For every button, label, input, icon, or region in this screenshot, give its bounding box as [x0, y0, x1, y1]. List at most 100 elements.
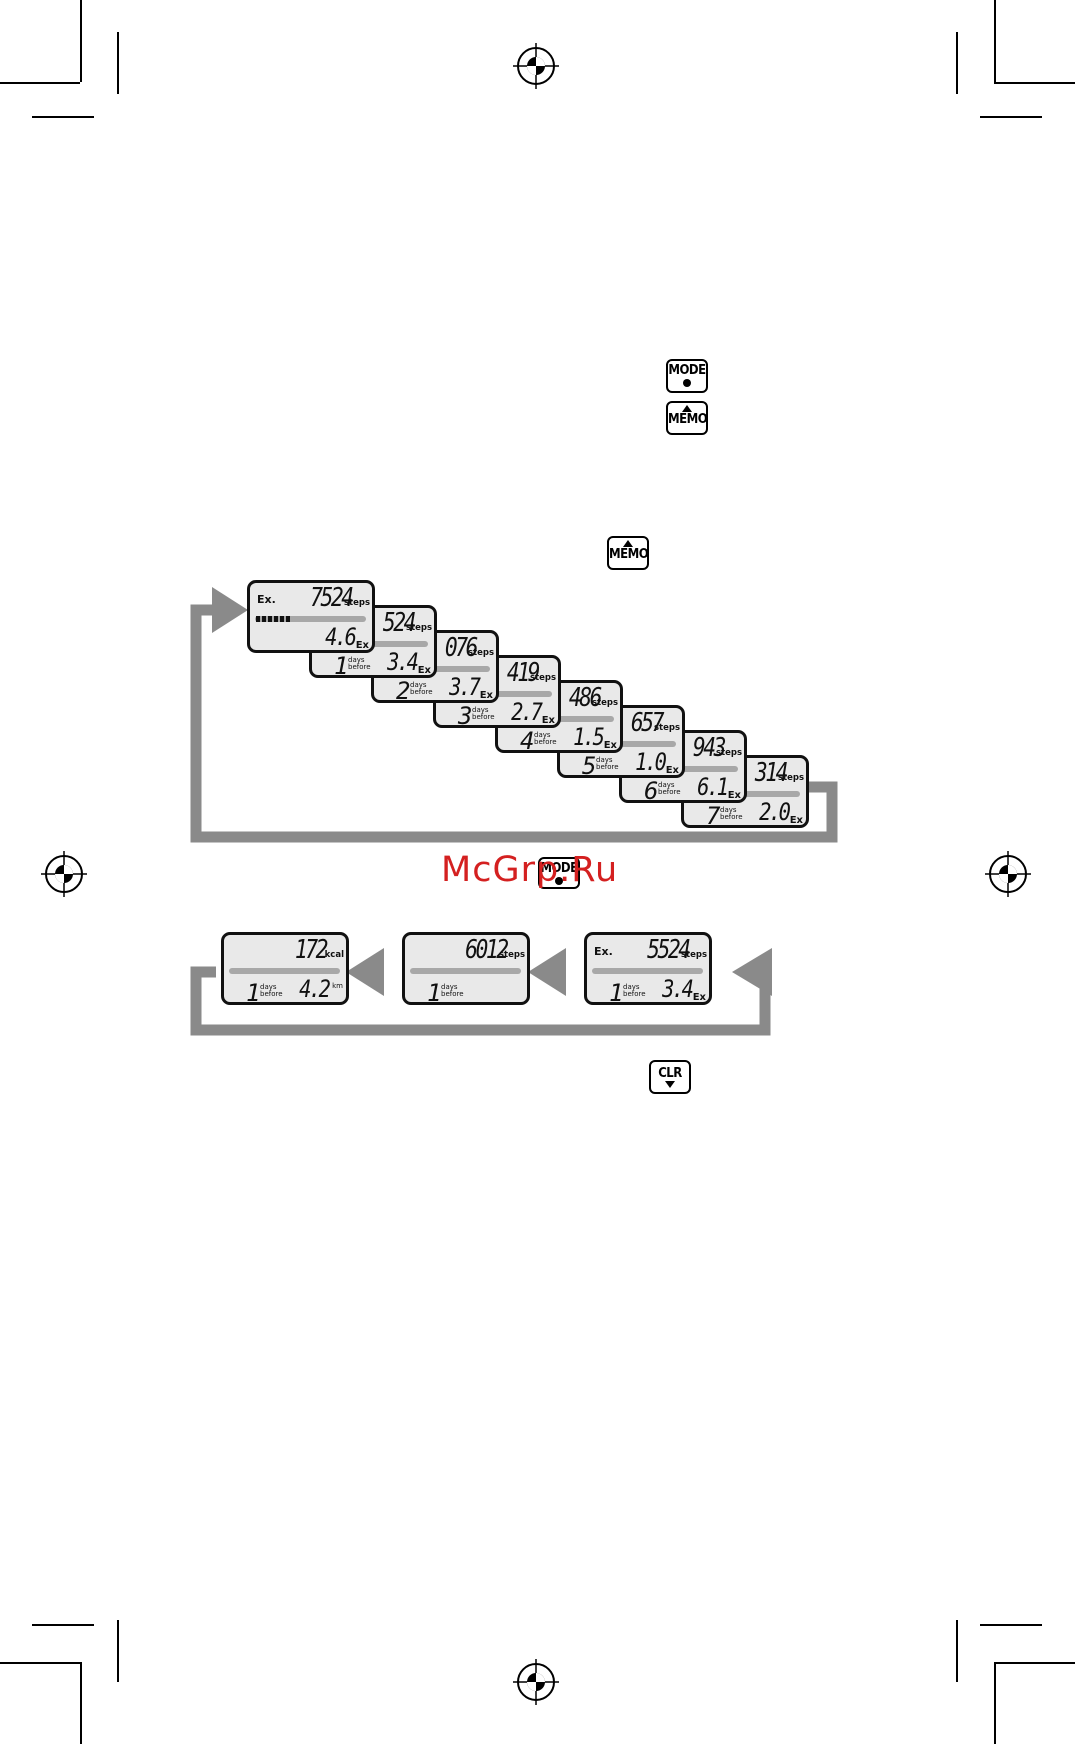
registration-crosshair-icon: [513, 43, 559, 89]
crop-mark: [32, 1624, 94, 1626]
days-before-number: 4: [520, 727, 535, 753]
crop-mark: [117, 32, 119, 94]
memo-button-label: MEMO: [609, 547, 649, 562]
lcd-top-unit: steps: [467, 648, 494, 658]
days-before-number: 1: [334, 652, 349, 678]
lcd-progress-bar: [410, 968, 521, 974]
mode-button-icon: MODE: [538, 857, 580, 889]
lcd-top-value: 172: [294, 935, 329, 965]
crop-mark: [994, 82, 1075, 84]
lcd-top-unit: steps: [405, 623, 432, 633]
days-before-number: 1: [246, 979, 261, 1005]
lcd-bottom-unit: Ex: [727, 790, 741, 801]
days-before-number: 6: [644, 777, 659, 803]
registration-crosshair-icon: [985, 851, 1031, 897]
crop-mark: [956, 1620, 958, 1682]
lcd-progress-bar: [592, 968, 703, 974]
lcd-bottom-unit: Ex: [789, 815, 803, 826]
dot-icon: [555, 877, 563, 885]
lcd-top-value: 7524: [310, 583, 354, 613]
lcd-top-value: 076: [444, 633, 479, 663]
lcd-bottom-value: 2.7: [510, 698, 543, 726]
lcd-top-value: 524: [382, 608, 417, 638]
crop-mark: [0, 1662, 80, 1664]
loop-arrow: [190, 587, 838, 843]
lcd-top-value: 943: [692, 733, 727, 763]
lcd-top-unit: steps: [777, 773, 804, 783]
mode-loop-arrow: [190, 948, 772, 1036]
lcd-top-unit: steps: [343, 598, 370, 608]
lcd-bottom-unit: Ex: [665, 765, 679, 776]
crop-mark: [956, 32, 958, 94]
lcd-bottom-value: 2.0: [758, 798, 791, 826]
lcd-top-value: 6012: [465, 935, 509, 965]
lcd-bottom-unit: Ex: [479, 690, 493, 701]
lcd-top-value: 419: [506, 658, 541, 688]
watermark: McGrp.Ru: [441, 850, 619, 890]
days-before-number: 2: [396, 677, 411, 703]
clr-button-icon: CLR: [649, 1060, 691, 1094]
memo-button-icon: MEMO: [666, 401, 708, 435]
lcd-bottom-unit: Ex: [355, 640, 369, 651]
crop-mark: [980, 116, 1042, 118]
lcd-bottom-value: 4.2: [298, 975, 331, 1003]
lcd-bottom-unit: Ex: [603, 740, 617, 751]
ex-label: Ex.: [594, 945, 613, 958]
triangle-down-icon: [665, 1081, 675, 1088]
crop-mark: [80, 1662, 82, 1744]
lcd-bottom-value: 3.4: [386, 648, 419, 676]
lcd-top-unit: steps: [498, 950, 525, 960]
days-before-number: 3: [458, 702, 473, 728]
days-before-number: 5: [582, 752, 597, 778]
mode-button-label: MODE: [668, 363, 706, 378]
crop-mark: [980, 1624, 1042, 1626]
lcd-top-value: 657: [630, 708, 665, 738]
crop-mark: [994, 0, 996, 82]
crop-mark: [80, 0, 82, 82]
lcd-bottom-unit: km: [332, 982, 343, 990]
lcd-top-unit: steps: [653, 723, 680, 733]
registration-crosshair-icon: [513, 1659, 559, 1705]
lcd-bottom-unit: Ex: [692, 992, 706, 1003]
crop-mark: [117, 1620, 119, 1682]
lcd-top-value: 5524: [647, 935, 691, 965]
triangle-up-icon: [623, 540, 633, 547]
lcd-top-value: 486: [568, 683, 603, 713]
lcd-top-value: 314: [754, 758, 789, 788]
mode-button-icon: MODE: [666, 359, 708, 393]
lcd-top-unit: steps: [591, 698, 618, 708]
lcd-top-unit: kcal: [324, 950, 344, 960]
dot-icon: [683, 379, 691, 387]
crop-mark: [994, 1662, 996, 1744]
mode-button-label: MODE: [540, 861, 578, 876]
lcd-top-unit: steps: [715, 748, 742, 758]
lcd-bottom-value: 6.1: [696, 773, 729, 801]
triangle-up-icon: [682, 405, 692, 412]
crop-mark: [0, 82, 80, 84]
days-before-number: 7: [706, 802, 721, 828]
registration-crosshair-icon: [41, 851, 87, 897]
ex-label: Ex.: [257, 593, 276, 606]
memo-button-label: MEMO: [668, 412, 708, 427]
lcd-bottom-value: 1.5: [572, 723, 605, 751]
lcd-top-unit: steps: [529, 673, 556, 683]
lcd-bottom-value: 3.7: [448, 673, 481, 701]
lcd-bottom-value: 3.4: [661, 975, 694, 1003]
lcd-progress-dots: [256, 616, 290, 622]
lcd-progress-bar: [229, 968, 340, 974]
memo-button-icon: MEMO: [607, 536, 649, 570]
days-before-number: 1: [427, 979, 442, 1005]
crop-mark: [994, 1662, 1075, 1664]
